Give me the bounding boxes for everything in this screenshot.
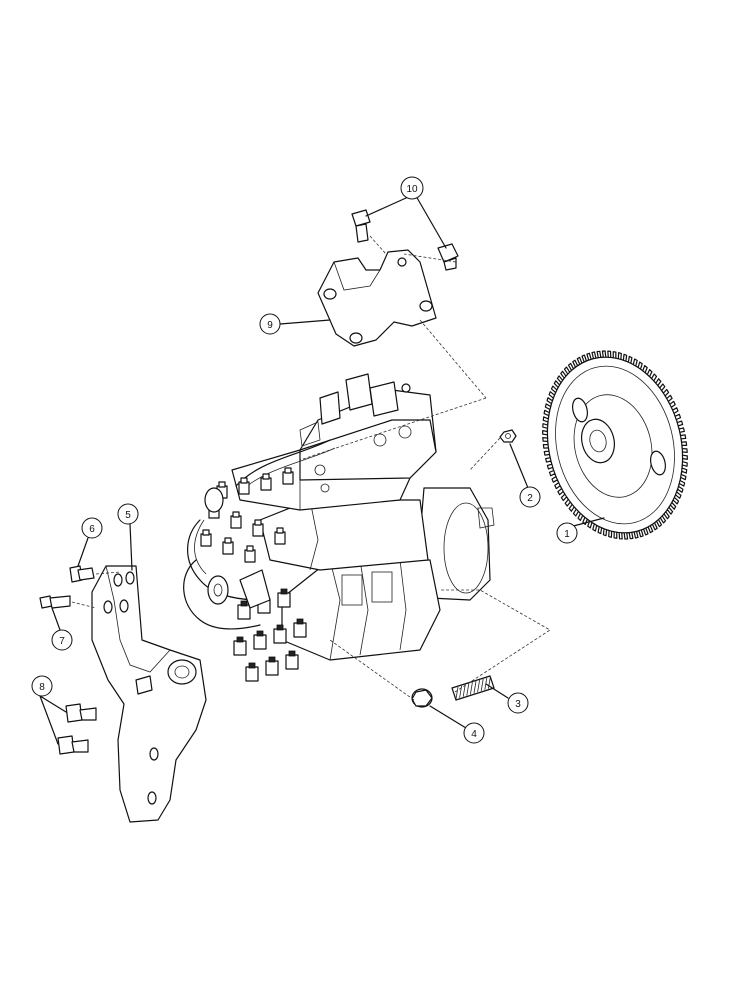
injector-outlet bbox=[222, 537, 234, 555]
injector-outlet bbox=[260, 473, 272, 491]
bracket-bolt-7 bbox=[39, 595, 71, 609]
flange-bolt-upper-right bbox=[437, 243, 459, 271]
injector-outlet bbox=[273, 624, 287, 644]
callout-label-1: 1 bbox=[564, 529, 570, 540]
callout-4: 4 bbox=[463, 722, 485, 744]
callout-10: 10 bbox=[400, 176, 424, 200]
bracket-bolt-8b bbox=[57, 735, 89, 755]
injector-outlet bbox=[274, 527, 286, 545]
nut bbox=[499, 429, 517, 443]
callout-label-4: 4 bbox=[471, 729, 477, 740]
injector-outlet bbox=[293, 618, 307, 638]
injector-outlet bbox=[285, 650, 299, 670]
threaded-stud bbox=[451, 675, 495, 701]
callout-5: 5 bbox=[117, 503, 139, 525]
callout-label-5: 5 bbox=[125, 510, 131, 521]
bracket-bolt-6 bbox=[69, 565, 95, 583]
callout-7: 7 bbox=[51, 629, 73, 651]
callout-label-3: 3 bbox=[515, 699, 521, 710]
injector-outlet bbox=[265, 656, 279, 676]
injector-outlet bbox=[200, 529, 212, 547]
injector-outlet bbox=[244, 545, 256, 563]
callout-label-6: 6 bbox=[89, 524, 95, 535]
callout-3: 3 bbox=[507, 692, 529, 714]
injector-outlet bbox=[237, 600, 251, 620]
callout-8: 8 bbox=[31, 675, 53, 697]
flange-bolt-upper-left bbox=[351, 209, 371, 243]
callout-label-2: 2 bbox=[527, 493, 533, 504]
callout-label-9: 9 bbox=[267, 320, 273, 331]
flange-nut bbox=[411, 688, 433, 708]
callout-2: 2 bbox=[519, 486, 541, 508]
callout-label-7: 7 bbox=[59, 636, 65, 647]
injector-outlet bbox=[252, 519, 264, 537]
callout-label-8: 8 bbox=[39, 682, 45, 693]
injector-outlet bbox=[282, 467, 294, 485]
callout-6: 6 bbox=[81, 517, 103, 539]
injector-outlet bbox=[245, 662, 259, 682]
leader-lines bbox=[39, 195, 605, 745]
injector-outlet bbox=[230, 511, 242, 529]
upper-bracket bbox=[317, 249, 437, 347]
injector-outlet bbox=[253, 630, 267, 650]
callout-label-10: 10 bbox=[406, 184, 418, 195]
fuel-pump-assembly bbox=[183, 373, 495, 682]
injector-outlet bbox=[238, 477, 250, 495]
timing-gear bbox=[542, 350, 688, 540]
callout-9: 9 bbox=[259, 313, 281, 335]
bracket-bolt-8a bbox=[65, 703, 97, 723]
callout-1: 1 bbox=[556, 522, 578, 544]
side-bracket bbox=[91, 565, 207, 823]
injector-outlet bbox=[277, 588, 291, 608]
injector-outlet bbox=[233, 636, 247, 656]
